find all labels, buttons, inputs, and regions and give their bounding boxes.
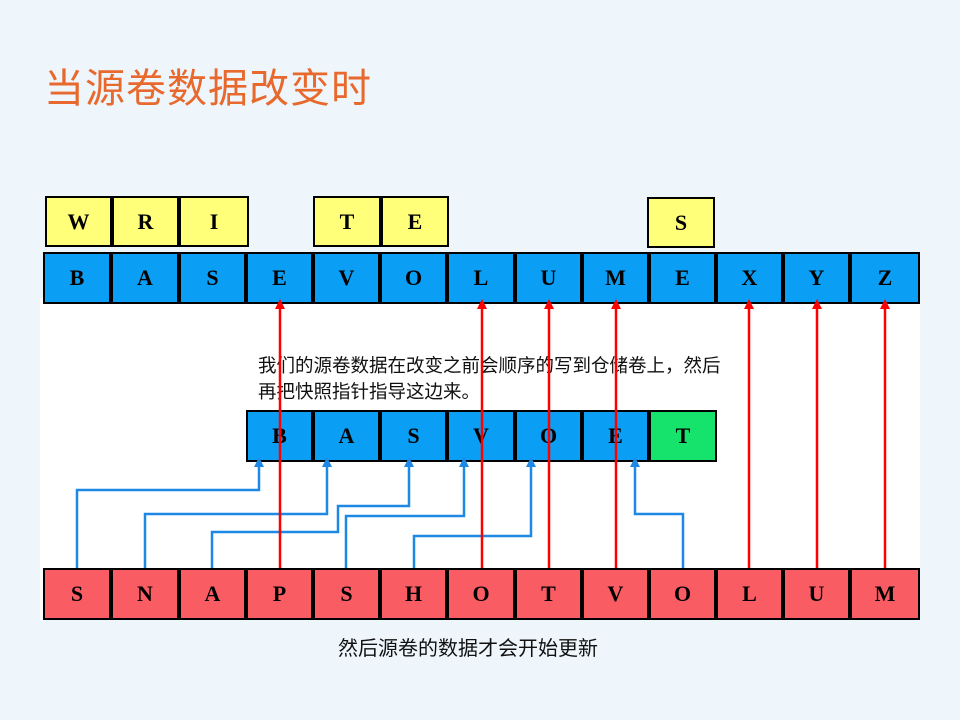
repo-cell-2: A bbox=[313, 410, 380, 462]
repository-note: 我们的源卷数据在改变之前会顺序的写到仓储卷上，然后再把快照指针指导这边来。 bbox=[258, 356, 721, 403]
snap-cell-4: P bbox=[246, 568, 313, 620]
repo-cell-4: V bbox=[447, 410, 515, 462]
snap-cell-7: O bbox=[447, 568, 515, 620]
base-cell-10: E bbox=[649, 252, 716, 304]
write-box-w: W bbox=[45, 196, 112, 247]
base-cell-9: M bbox=[582, 252, 649, 304]
page-title: 当源卷数据改变时 bbox=[44, 66, 372, 112]
bottom-note: 然后源卷的数据才会开始更新 bbox=[338, 636, 598, 660]
base-cell-12: Y bbox=[783, 252, 850, 304]
base-cell-11: X bbox=[716, 252, 783, 304]
write-box-t: T bbox=[313, 196, 381, 247]
snap-cell-10: O bbox=[649, 568, 716, 620]
base-cell-3: S bbox=[179, 252, 246, 304]
base-cell-7: L bbox=[447, 252, 515, 304]
repo-cell-6: E bbox=[582, 410, 649, 462]
snap-cell-5: S bbox=[313, 568, 380, 620]
base-cell-1: B bbox=[43, 252, 111, 304]
write-box-s: S bbox=[647, 197, 715, 248]
write-box-e: E bbox=[381, 196, 449, 247]
repo-cell-1: B bbox=[246, 410, 313, 462]
write-box-r: R bbox=[112, 196, 179, 247]
snap-cell-12: U bbox=[783, 568, 850, 620]
base-cell-5: V bbox=[313, 252, 380, 304]
repo-cell-5: O bbox=[515, 410, 582, 462]
repo-cell-3: S bbox=[380, 410, 447, 462]
base-cell-8: U bbox=[515, 252, 582, 304]
snap-cell-2: N bbox=[111, 568, 179, 620]
snap-cell-13: M bbox=[850, 568, 920, 620]
write-box-i: I bbox=[179, 196, 249, 247]
repo-cell-7: T bbox=[649, 410, 717, 462]
snap-cell-1: S bbox=[43, 568, 111, 620]
base-cell-13: Z bbox=[850, 252, 920, 304]
snap-cell-11: L bbox=[716, 568, 783, 620]
snap-cell-8: T bbox=[515, 568, 582, 620]
base-cell-4: E bbox=[246, 252, 313, 304]
snap-cell-9: V bbox=[582, 568, 649, 620]
base-cell-2: A bbox=[111, 252, 179, 304]
base-cell-6: O bbox=[380, 252, 447, 304]
snap-cell-6: H bbox=[380, 568, 447, 620]
snap-cell-3: A bbox=[179, 568, 246, 620]
